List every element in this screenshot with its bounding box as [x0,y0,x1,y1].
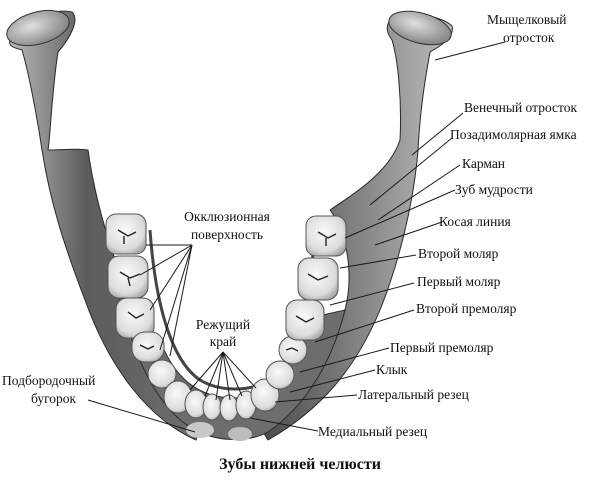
label-retromolar-fossa: Позадимолярная ямка [450,127,577,142]
label-oblique-line: Косая линия [439,214,511,229]
label-mental-tubercle-line1: Подбородочный [2,373,96,388]
label-wisdom-tooth: Зуб мудрости [455,182,533,197]
label-first-premolar: Первый премоляр [390,340,494,355]
leader-lines [87,41,506,433]
label-coronoid-process: Венечный отросток [464,100,578,115]
label-occlusal-surface-line1: Окклюзионная [184,209,270,224]
figure-caption: Зубы нижней челюсти [219,456,381,473]
right-teeth [219,215,347,422]
label-incisal-edge-line2: край [209,334,237,349]
label-canine: Клык [376,362,408,377]
label-second-premolar: Второй премоляр [416,301,517,316]
right-ramus [261,10,453,441]
label-condylar-process-line2: отросток [503,30,555,45]
label-mental-tubercle-line2: бугорок [31,391,77,406]
label-central-incisor: Медиальный резец [318,424,428,439]
label-first-molar: Первый моляр [417,274,501,289]
label-second-molar: Второй моляр [418,246,499,261]
label-pocket: Карман [462,156,506,171]
label-occlusal-surface-line2: поверхность [190,227,264,242]
label-condylar-process-line1: Мыщелковый [487,12,567,27]
label-incisal-edge-line1: Режущий [195,317,251,332]
label-lateral-incisor: Латеральный резец [358,387,469,402]
